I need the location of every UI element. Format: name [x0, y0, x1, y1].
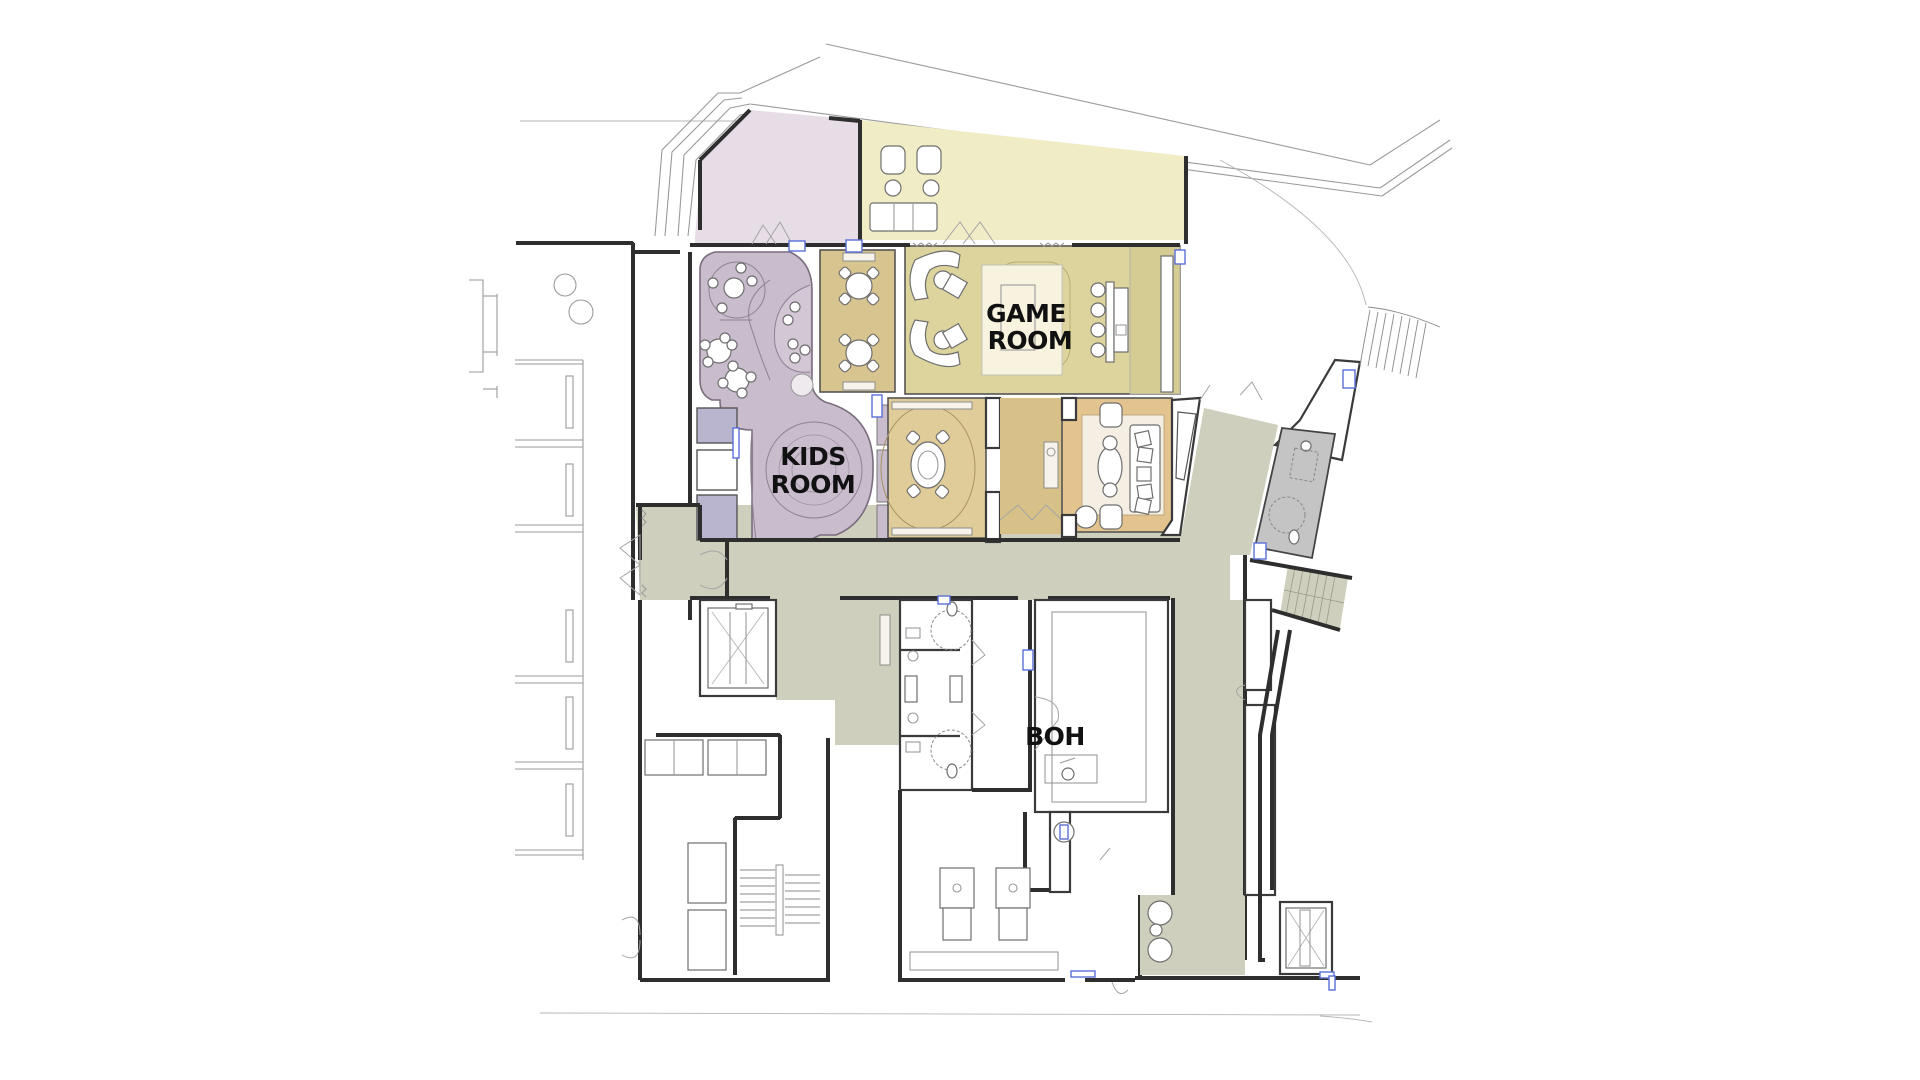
card-room-zone — [819, 249, 896, 393]
boh-label: BOH — [1025, 722, 1085, 751]
kids-wc-1 — [696, 407, 738, 444]
terrace-kids-zone — [695, 110, 860, 244]
elevator-right — [1278, 900, 1336, 991]
game-room-label-line2: ROOM — [988, 326, 1073, 355]
bottom-lounge — [1135, 895, 1360, 980]
lounge-zone — [1061, 397, 1173, 533]
elevator-left — [698, 598, 778, 698]
terrace-game-zone — [860, 120, 1185, 240]
stair-lounge-bottom-left — [621, 733, 830, 982]
kids-room-label: KIDS — [780, 442, 845, 471]
game-room-label: GAME — [986, 299, 1066, 328]
corridor — [636, 408, 1353, 960]
wc-right — [1253, 306, 1441, 560]
game-room-zone — [904, 245, 1186, 395]
kids-wc-2 — [696, 494, 738, 541]
terrace-furniture — [869, 145, 942, 232]
restroom-block — [898, 595, 986, 792]
service-strip-right — [1236, 598, 1292, 962]
kids-room-zone — [699, 251, 900, 541]
dining-room-zone — [880, 397, 987, 539]
boh-service-room — [898, 790, 1142, 995]
boh-zone — [972, 598, 1170, 814]
kids-room-label-line2: ROOM — [771, 470, 856, 499]
neighbor-building-left — [469, 241, 635, 860]
